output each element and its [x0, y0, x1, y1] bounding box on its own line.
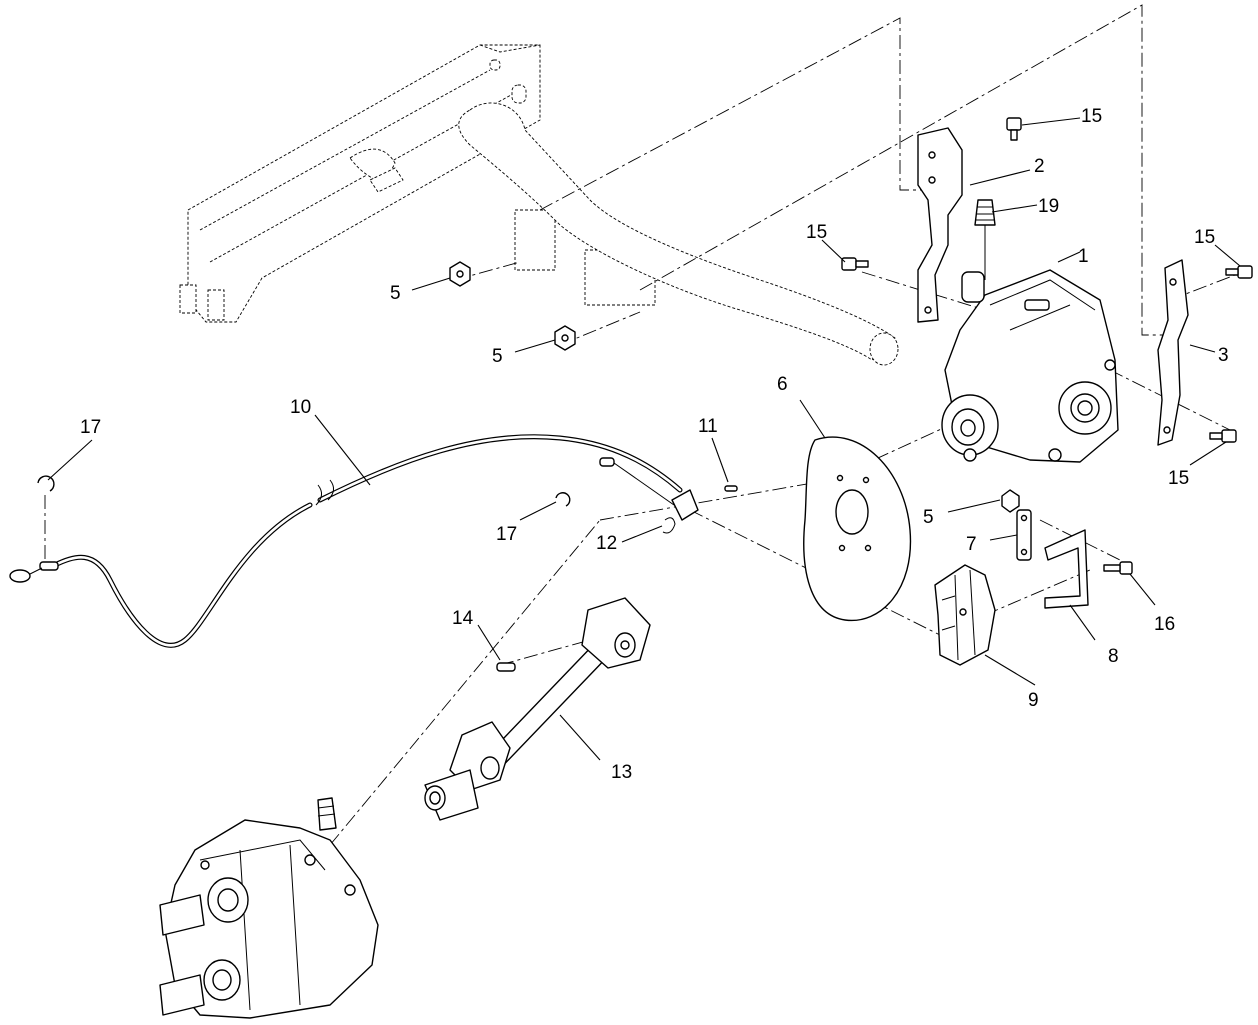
- callout-9: 9: [1028, 690, 1039, 711]
- brake-cable: [9, 434, 699, 648]
- callout-5-lower: 5: [492, 346, 503, 367]
- clevis-pin: [724, 485, 738, 492]
- callout-15-right-top: 15: [1194, 227, 1215, 248]
- callout-1: 1: [1078, 246, 1089, 267]
- shaft-pin: [496, 662, 516, 672]
- bolt-caliper: [1103, 561, 1133, 575]
- callout-16: 16: [1154, 614, 1175, 635]
- callout-17-left: 17: [80, 417, 101, 438]
- bolt-right-top: [1225, 265, 1253, 279]
- callout-13: 13: [611, 762, 632, 783]
- bracket-right: [1157, 259, 1189, 446]
- disc-plate: [803, 436, 912, 622]
- brake-caliper: [934, 564, 996, 666]
- nut-upper: [449, 261, 471, 287]
- callout-labels: 1 2 3 5 5 5 6 7 8 9 10 11 12 13 14 15 15…: [80, 106, 1229, 783]
- e-clip-center: [555, 492, 571, 507]
- callout-10: 10: [290, 397, 311, 418]
- callout-17-center: 17: [496, 524, 517, 545]
- callout-6: 6: [777, 374, 788, 395]
- callout-7: 7: [966, 534, 977, 555]
- callout-2: 2: [1034, 156, 1045, 177]
- bracket-left: [917, 127, 963, 323]
- callout-19: 19: [1038, 196, 1059, 217]
- e-clip-left: [37, 475, 55, 492]
- hydraulic-pump: [941, 269, 1119, 463]
- nut-right: [1001, 489, 1020, 513]
- bolt-top: [1006, 117, 1022, 141]
- callout-5-right: 5: [923, 507, 934, 528]
- strap-plate: [1016, 509, 1032, 561]
- transaxle: [159, 797, 379, 1019]
- callout-15-top: 15: [1081, 106, 1102, 127]
- frame-tube: [458, 102, 899, 366]
- callout-12: 12: [596, 533, 617, 554]
- caliper-bracket: [1044, 529, 1089, 609]
- nut-lower: [554, 325, 576, 351]
- drive-shaft: [424, 597, 651, 821]
- callout-5-upper: 5: [390, 283, 401, 304]
- bolt-left: [841, 257, 869, 271]
- bolt-right-bottom: [1209, 429, 1237, 443]
- frame-phantom: [179, 44, 656, 323]
- callout-8: 8: [1108, 646, 1119, 667]
- callout-15-left: 15: [806, 222, 827, 243]
- callout-14: 14: [452, 608, 474, 629]
- fitting: [974, 199, 996, 280]
- callout-11: 11: [698, 416, 718, 437]
- callout-3: 3: [1218, 345, 1229, 366]
- callout-15-right-bottom: 15: [1168, 468, 1189, 489]
- leader-lines: [47, 117, 1241, 761]
- cotter-pin: [662, 517, 676, 534]
